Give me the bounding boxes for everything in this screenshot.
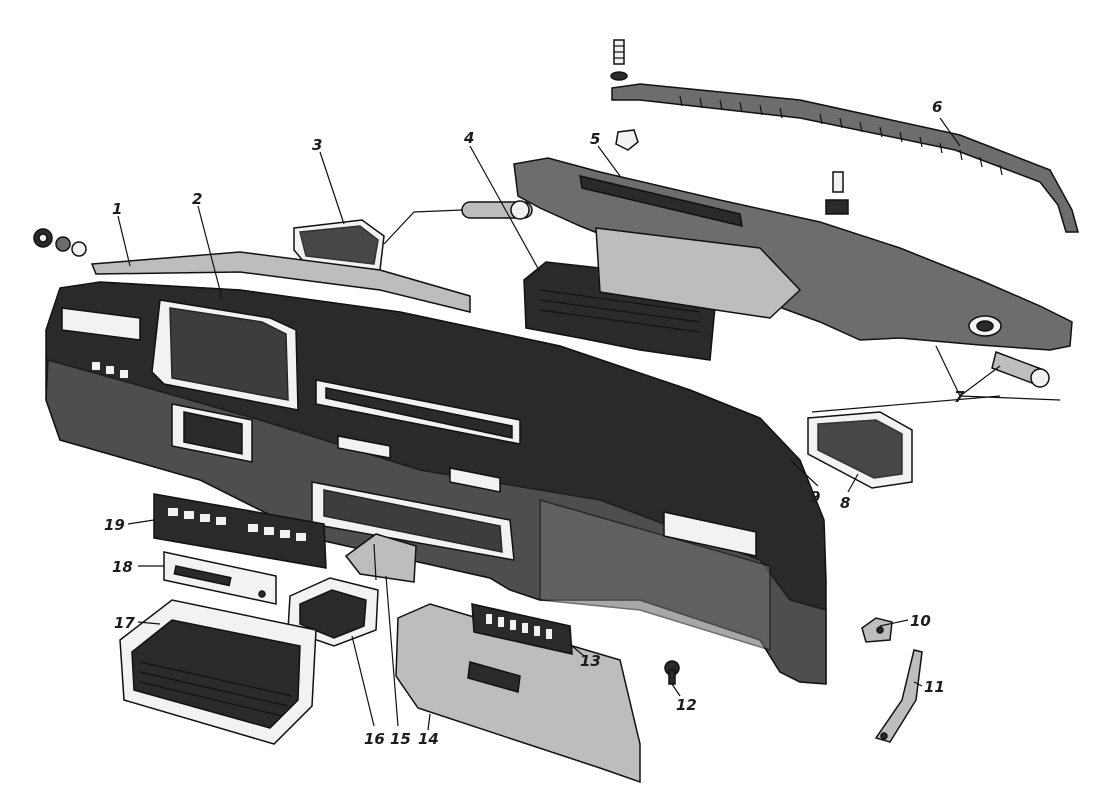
nut-washer-set [33, 228, 87, 257]
callout-4: 4 [463, 129, 474, 147]
callout-1: 1 [112, 200, 122, 218]
callout-3: 3 [312, 136, 322, 154]
callout-numbers: 1 2 3 4 5 6 7 8 9 10 11 12 13 14 15 16 1… [104, 98, 965, 748]
callout-19: 19 [104, 516, 125, 534]
leader-lines [117, 117, 1061, 731]
bolt-fastener [825, 171, 849, 215]
callout-14: 14 [418, 730, 439, 748]
part-13-switch-block [471, 603, 573, 655]
part-6-defroster-grille [611, 83, 1079, 233]
callout-12: 12 [676, 696, 697, 714]
callout-6: 6 [932, 98, 942, 116]
part-19-switch-panel [153, 493, 327, 569]
callout-10: 10 [910, 612, 931, 630]
part-18-control-plate [163, 551, 277, 605]
screw-fastener [610, 39, 628, 81]
part-10-bracket [861, 617, 893, 643]
callout-13: 13 [580, 652, 601, 670]
part-8-right-vent-nozzle [807, 411, 913, 489]
clip-fastener [615, 129, 639, 151]
callout-11: 11 [924, 678, 945, 696]
callout-2: 2 [192, 190, 202, 208]
part-4-air-distribution-box [523, 227, 802, 361]
part-11-strap-bracket [874, 649, 923, 743]
callout-18: 18 [112, 558, 133, 576]
callout-7: 7 [954, 388, 965, 406]
dashboard-main-panel [45, 281, 827, 685]
part-15-slide-tray [344, 533, 417, 583]
callout-16: 16 [364, 730, 385, 748]
callout-15: 15 [390, 730, 411, 748]
callout-9: 9 [810, 488, 820, 506]
duct-connector-tube-right [991, 351, 1050, 388]
callout-17: 17 [114, 614, 135, 632]
duct-connector-tube-left [461, 200, 533, 220]
callout-5: 5 [590, 130, 600, 148]
part-1-dash-top-strip [90, 251, 471, 313]
callout-8: 8 [840, 494, 850, 512]
part-12-plastic-rivet [664, 660, 680, 685]
part-17-storage-tray [119, 599, 317, 745]
